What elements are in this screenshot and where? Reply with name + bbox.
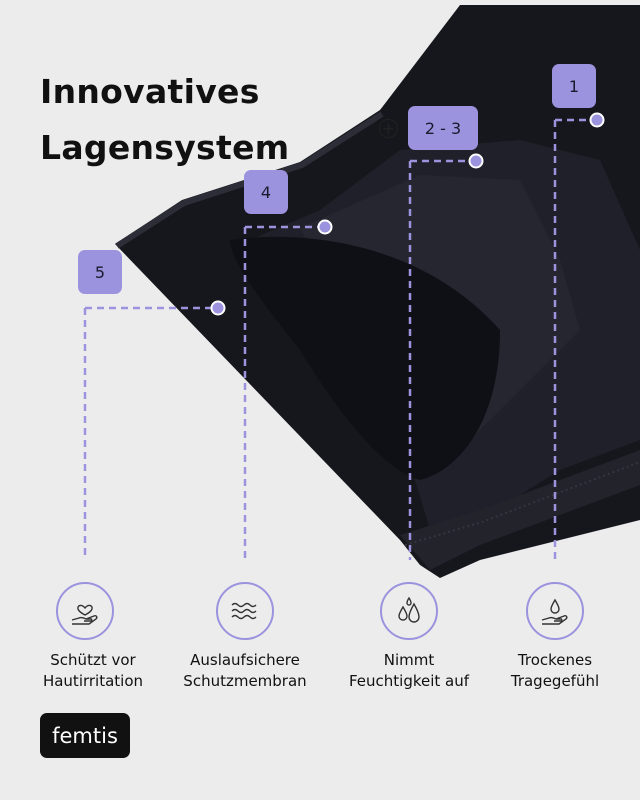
brand-logo: femtis	[40, 713, 130, 758]
layer-badge-2-3: 2 - 3	[408, 106, 478, 150]
layer-badge-5: 5	[78, 250, 122, 294]
feature-label-membrane: Auslaufsichere Schutzmembran	[183, 651, 307, 690]
drops-icon	[380, 582, 438, 640]
page-title: Innovatives Lagensystem	[40, 64, 289, 176]
waves-icon	[216, 582, 274, 640]
drop-hand-icon	[526, 582, 584, 640]
plus-icon: +	[379, 119, 398, 138]
feature-label-absorb: Nimmt Feuchtigkeit auf	[348, 651, 470, 690]
feature-label-skin: Schützt vor Hautirritation	[42, 651, 144, 690]
layer-badge-4: 4	[244, 170, 288, 214]
title-line-1: Innovatives	[40, 72, 260, 111]
layer-badge-1: 1	[552, 64, 596, 108]
heart-hand-icon	[56, 582, 114, 640]
feature-label-dry: Trockenes Tragegefühl	[510, 651, 600, 690]
title-line-2: Lagensystem	[40, 128, 290, 167]
